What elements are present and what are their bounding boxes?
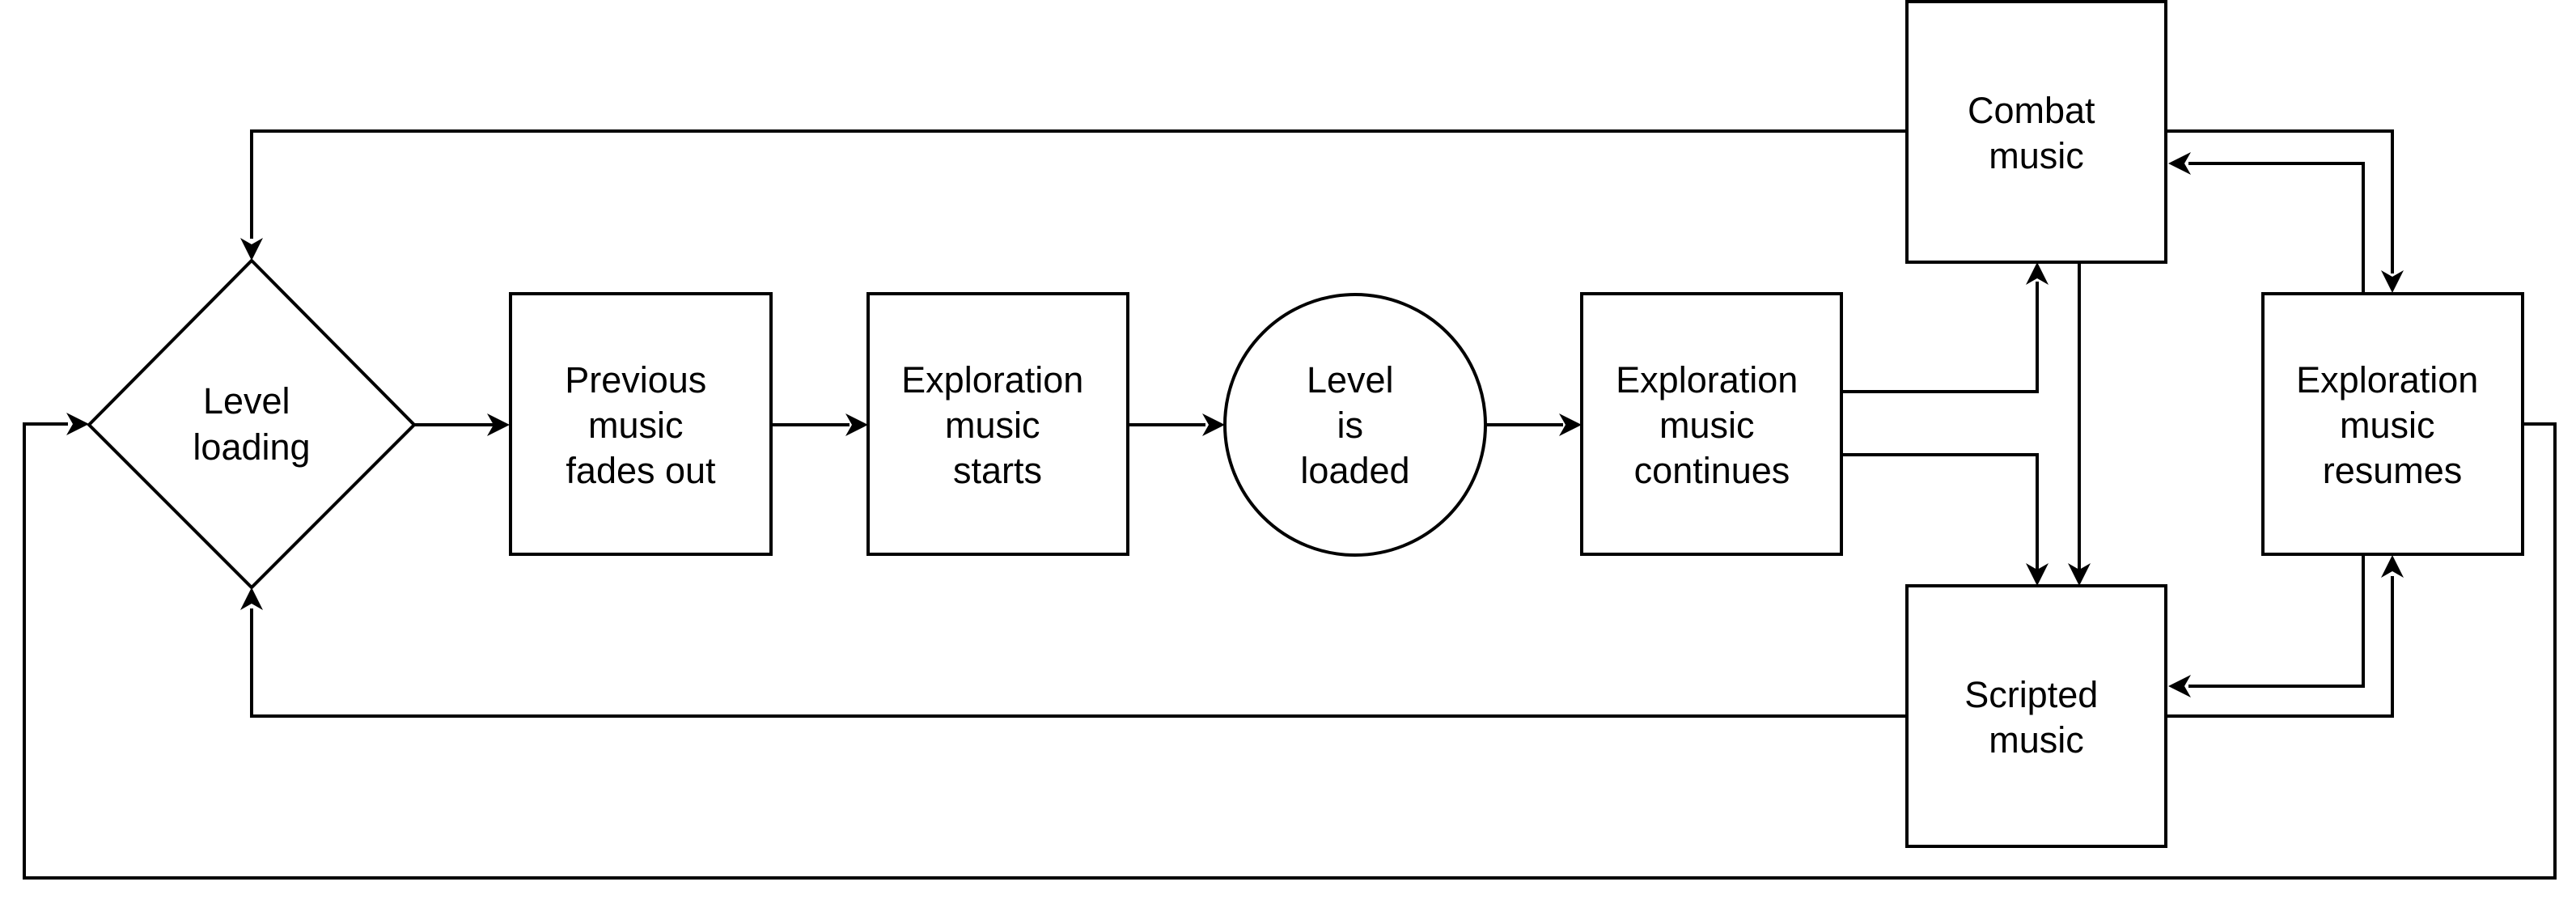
- arrowhead-right: [1202, 413, 1225, 436]
- svg-text:Previous music fad: Previous music fades out: [565, 359, 717, 491]
- node-exploration-music-resumes[interactable]: Exploration music resumes: [2261, 292, 2524, 556]
- node-label-line: Combat: [1968, 90, 2095, 131]
- edge-exploration-continues-to-combat: [1841, 282, 2039, 393]
- arrowhead-left: [2168, 152, 2191, 175]
- node-label-line: Exploration: [901, 359, 1083, 401]
- process-box: [1905, 0, 2167, 264]
- node-label-line: fades out: [566, 450, 716, 491]
- process-box: [509, 292, 773, 556]
- svg-text:Exploration music: Exploration music starts: [901, 359, 1094, 491]
- node-previous-music-fades-out[interactable]: Previous music fades out: [509, 292, 773, 556]
- edge-combat-to-exploration-resumes: [2166, 129, 2394, 273]
- process-box: [1905, 584, 2167, 848]
- node-label-line: music: [588, 405, 684, 446]
- node-level-is-loaded[interactable]: Level is loaded: [1223, 293, 1487, 557]
- svg-text:Level is loaded: Level is loaded: [1300, 359, 1409, 491]
- arrowhead-right: [66, 413, 89, 435]
- node-label-line: music: [1989, 135, 2084, 176]
- edge-exploration-resumes-to-scripted: [2188, 555, 2365, 688]
- node-label-line: Scripted: [1964, 674, 2098, 715]
- node-label-line: is: [1337, 405, 1363, 446]
- node-scripted-music[interactable]: Scripted music: [1905, 584, 2167, 848]
- process-box: [866, 292, 1129, 556]
- node-exploration-music-continues[interactable]: Exploration music continues: [1580, 292, 1843, 556]
- edge-scripted-to-level-loading: [250, 608, 1907, 718]
- arrowhead-down: [2026, 563, 2049, 586]
- edge-exploration-resumes-to-combat: [2188, 162, 2365, 293]
- svg-text:Scripted music: Scripted music: [1964, 674, 2108, 761]
- arrowhead-up: [2381, 555, 2404, 578]
- node-label-line: music: [2340, 405, 2435, 446]
- edge-exploration-resumes-to-level-loading: [23, 422, 2557, 880]
- node-label-line: Exploration: [2296, 359, 2478, 401]
- svg-text:Level loading: Level loading: [193, 380, 310, 468]
- node-label-line: resumes: [2323, 450, 2463, 491]
- arrowhead-right: [487, 413, 510, 436]
- node-level-loading[interactable]: Level loading: [87, 258, 417, 590]
- arrowhead-left: [2168, 675, 2191, 697]
- edges: [23, 129, 2557, 880]
- svg-text:Combat music: Combat music: [1968, 90, 2105, 176]
- event-circle: [1223, 293, 1487, 557]
- decision-diamond: [87, 258, 417, 590]
- node-label-line: Previous: [565, 359, 706, 401]
- edge-exploration-continues-to-scripted: [1841, 453, 2039, 570]
- node-label-line: Level: [203, 380, 290, 422]
- arrowhead-down: [2068, 563, 2091, 586]
- arrowhead-up: [240, 587, 263, 610]
- node-label-line: starts: [953, 450, 1042, 491]
- arrowhead-up: [2026, 262, 2049, 285]
- node-label-line: Exploration: [1616, 359, 1798, 401]
- arrowhead-down: [2381, 270, 2404, 293]
- node-combat-music[interactable]: Combat music: [1905, 0, 2167, 264]
- node-exploration-music-starts[interactable]: Exploration music starts: [866, 292, 1129, 556]
- svg-text:Exploration music: Exploration music continues: [1616, 359, 1808, 491]
- node-label-line: loaded: [1300, 450, 1409, 491]
- node-label-line: music: [945, 405, 1040, 446]
- edge-scripted-to-exploration-resumes: [2166, 576, 2394, 718]
- arrowhead-right: [845, 413, 868, 436]
- edge-combat-to-level-loading: [250, 129, 1907, 239]
- node-label-line: continues: [1634, 450, 1790, 491]
- node-label-line: Level: [1307, 359, 1394, 401]
- svg-text:Exploration music: Exploration music resumes: [2296, 359, 2489, 491]
- process-box: [1580, 292, 1843, 556]
- process-box: [2261, 292, 2524, 556]
- node-label-line: loading: [193, 426, 310, 468]
- arrowheads: [66, 152, 2404, 697]
- node-label-line: music: [1989, 719, 2084, 761]
- arrowhead-right: [1559, 413, 1582, 436]
- arrowhead-down: [240, 238, 263, 261]
- node-label-line: music: [1659, 405, 1755, 446]
